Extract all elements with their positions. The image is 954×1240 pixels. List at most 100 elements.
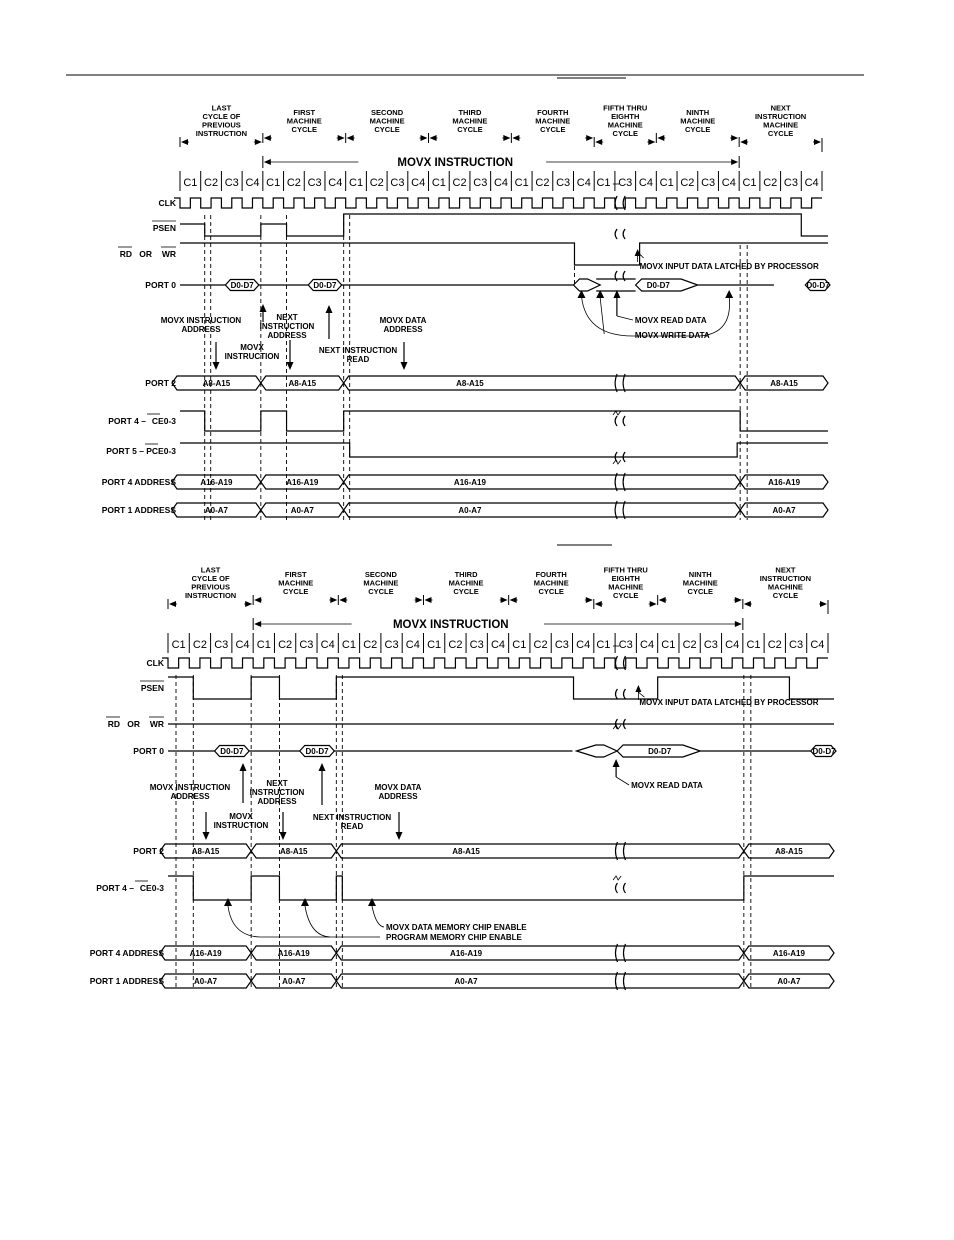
arrow-next-instr-addr-head — [286, 362, 294, 370]
clock-state-label: C1 — [660, 177, 674, 189]
break-squiggle — [612, 459, 622, 465]
port2-value: A8-A15 — [288, 379, 316, 388]
cycle-header-line: FIRST — [285, 570, 307, 579]
clock-state-label: C2 — [448, 639, 462, 651]
cycle-header-line: SECOND — [371, 108, 404, 117]
clock-state-label: C4 — [245, 177, 259, 189]
cycle-arrow-right — [649, 601, 657, 607]
clock-state-label: C2 — [278, 639, 292, 651]
port0-data-phase — [572, 278, 774, 292]
clock-state-label: C4 — [639, 177, 653, 189]
port1-address-value: A0-A7 — [777, 977, 801, 986]
cycle-header-line: NEXT — [771, 104, 791, 113]
cycle-arrow-right — [814, 139, 821, 145]
cycle-header-line: NINTH — [686, 108, 709, 117]
cycle-header-line: THIRD — [455, 570, 478, 579]
clock-state-label: C4 — [411, 177, 425, 189]
annotation-read-data: MOVX READ DATA — [635, 316, 707, 325]
clk-break-r — [622, 195, 626, 211]
ce-break-r — [622, 415, 626, 427]
cycle-header-line: CYCLE — [292, 125, 317, 134]
clock-state-label: C1 — [257, 639, 271, 651]
annotation-data-chip-enable: MOVX DATA MEMORY CHIP ENABLE — [386, 923, 527, 932]
write-data-arrow-mid — [596, 290, 605, 298]
cycle-header-line: EIGHTH — [612, 574, 640, 583]
cycle-arrow-left — [263, 135, 271, 141]
port4-address-segment — [739, 474, 829, 490]
rd-break-r — [622, 718, 626, 730]
rd-wr-waveform — [180, 242, 828, 266]
clock-state-label: C2 — [680, 177, 694, 189]
port4-address-value: A16-A19 — [278, 949, 311, 958]
port2-value: A8-A15 — [770, 379, 798, 388]
write-data-leader-mid — [599, 297, 605, 335]
port2-break-l — [614, 841, 619, 861]
cycle-header-line: CYCLE OF — [202, 112, 240, 121]
port4-address-segment — [335, 945, 745, 961]
cycle-header-line: CYCLE — [685, 125, 710, 134]
clock-state-label: C3 — [470, 639, 484, 651]
cycle-header-line: CYCLE — [283, 587, 308, 596]
cycle-header-line: MACHINE — [535, 117, 570, 126]
cycle-arrow-right — [503, 135, 511, 141]
clock-state-label: C4 — [805, 177, 819, 189]
cycle-header-line: MACHINE — [278, 579, 313, 588]
clk-break-l — [614, 655, 619, 671]
cycle-header-line: CYCLE — [374, 125, 399, 134]
port0-code-fetch — [213, 744, 250, 758]
ce-break-r — [622, 882, 626, 894]
cycle-arrow-left — [595, 139, 603, 145]
clock-state-label: C2 — [193, 639, 207, 651]
cycle-header-line: CYCLE — [368, 587, 393, 596]
clock-state-label: C4 — [328, 177, 342, 189]
port1-address-segment — [335, 973, 745, 989]
cycle-arrow-right — [500, 597, 508, 603]
cycle-arrow-right — [420, 135, 428, 141]
clock-state-label: C4 — [494, 177, 508, 189]
clock-state-label: C2 — [535, 177, 549, 189]
ce-arrow-2 — [301, 898, 309, 906]
annotation-latched: MOVX INPUT DATA LATCHED BY PROCESSOR — [640, 262, 819, 271]
arrow-read-data-head — [612, 759, 620, 767]
rd-break-l — [614, 270, 618, 282]
cycle-arrow-left — [509, 597, 517, 603]
port4-address-value: A16-A19 — [286, 478, 319, 487]
arrow-movx-instruction-fetch-head — [239, 763, 247, 771]
annotation-next-instruction-address-line: INSTRUCTION — [250, 788, 305, 797]
cycle-arrow-right — [245, 601, 253, 607]
clock-state-label: C2 — [768, 639, 782, 651]
annotation-movx-instruction-line: MOVX — [229, 812, 253, 821]
port2-segment — [739, 375, 829, 391]
port2-value: A8-A15 — [280, 847, 308, 856]
cycle-arrow-left — [424, 597, 432, 603]
cycle-header-line: PREVIOUS — [202, 121, 241, 130]
port4-address-segment — [743, 945, 835, 961]
clock-state-label: C1 — [746, 639, 760, 651]
clock-state-label: C1 — [427, 639, 441, 651]
cycle-header-line: INSTRUCTION — [755, 112, 806, 121]
clock-state-label: C1 — [432, 177, 446, 189]
cycle-arrow-left — [346, 135, 354, 141]
cycle-arrow-left — [254, 597, 262, 603]
port0-value: D0-D7 — [220, 747, 244, 756]
cycle-header-line: EIGHTH — [611, 112, 639, 121]
port1-address-value: A0-A7 — [773, 506, 797, 515]
clk-break-r — [622, 655, 627, 671]
clock-state-label: C4 — [406, 639, 420, 651]
port1-address-break-l — [614, 500, 618, 520]
port1-address-break-l — [614, 971, 619, 991]
port2-label: PORT 2 — [145, 378, 176, 388]
cycle-arrow-left — [339, 597, 347, 603]
latched-leader — [637, 691, 645, 700]
cycle-header-line: MACHINE — [680, 117, 715, 126]
movx-arrow-right — [731, 159, 739, 165]
cycle-arrow-right — [585, 597, 593, 603]
cycle-header-line: SECOND — [365, 570, 398, 579]
cycle-header-line: CYCLE — [688, 587, 713, 596]
port1-address-value: A0-A7 — [205, 506, 229, 515]
rd-break-l — [614, 718, 618, 730]
clock-state-label: C3 — [308, 177, 322, 189]
movx-arrow-left — [254, 621, 262, 627]
cycle-header-line: FOURTH — [537, 108, 568, 117]
